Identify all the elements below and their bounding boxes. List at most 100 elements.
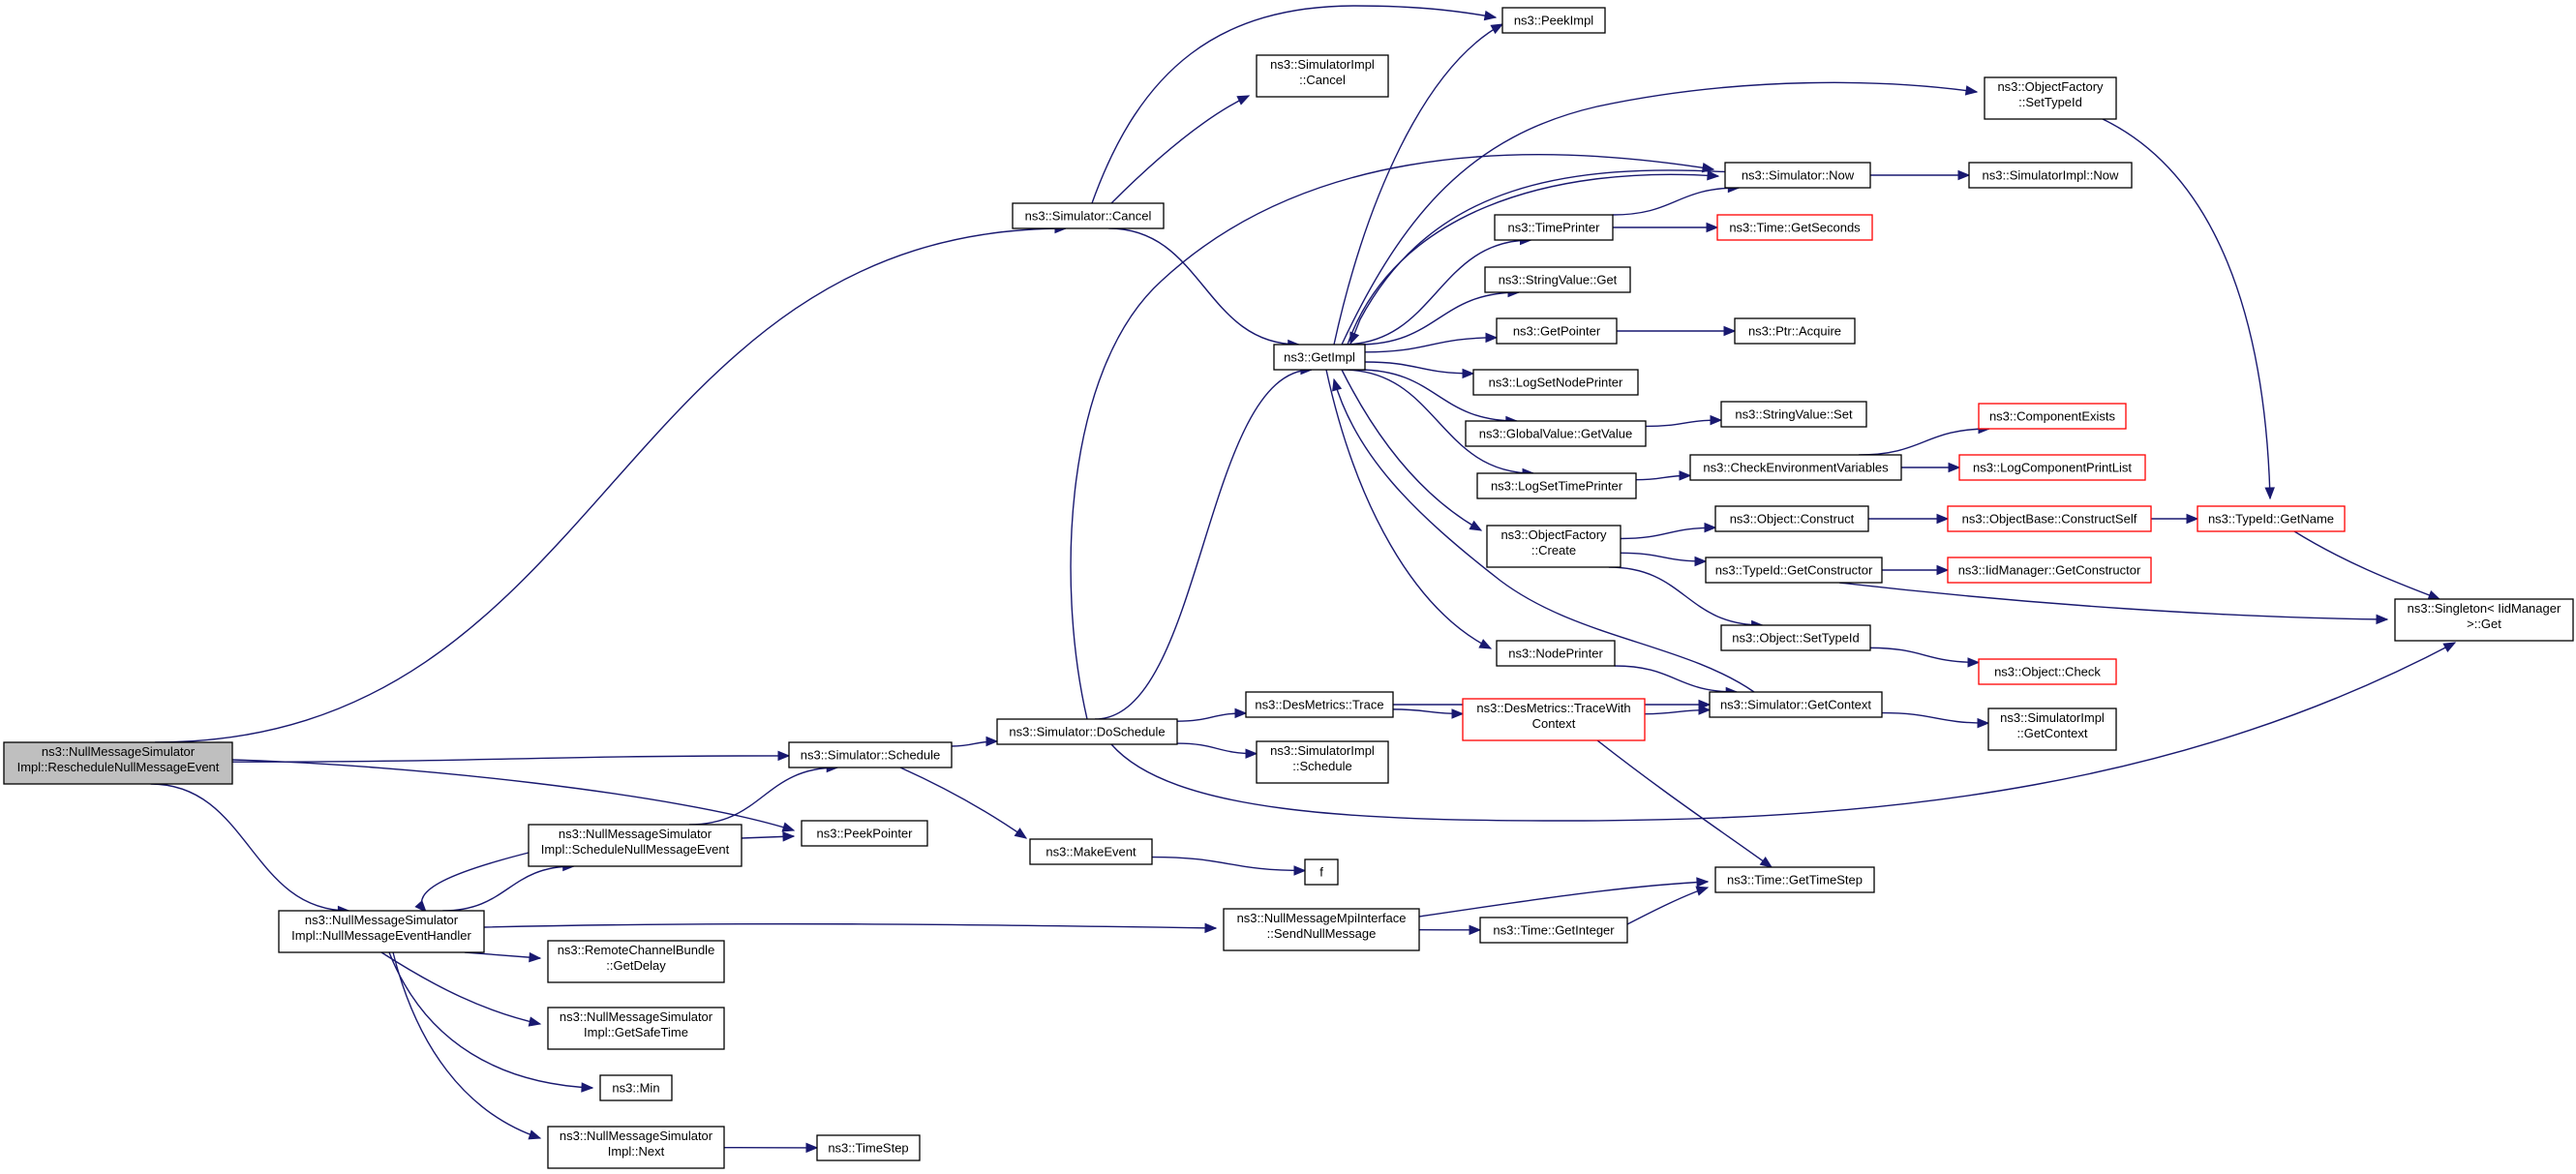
node-box (1734, 317, 1856, 345)
call-edge-getImpl-to-simNow (1347, 169, 1720, 346)
node-box (547, 1007, 725, 1050)
node-stringValueSet[interactable]: ns3::StringValue::Set (1720, 401, 1867, 428)
call-edge-next-to-timeStep (723, 1142, 819, 1154)
node-getSeconds[interactable]: ns3::Time::GetSeconds (1716, 214, 1873, 241)
node-label: ns3::Time::GetSeconds (1729, 221, 1861, 235)
node-label: ns3::TypeId::GetConstructor (1715, 563, 1873, 578)
node-simGetContext[interactable]: ns3::Simulator::GetContext (1709, 691, 1883, 718)
node-getSafeTime[interactable]: ns3::NullMessageSimulatorImpl::GetSafeTi… (547, 1007, 725, 1050)
node-timeStep[interactable]: ns3::TimeStep (816, 1134, 921, 1161)
call-edge-handler-to-sendNullMessage (483, 922, 1218, 934)
node-schedNull[interactable]: ns3::NullMessageSimulatorImpl::ScheduleN… (528, 824, 742, 867)
node-objFactoryCreate[interactable]: ns3::ObjectFactory::Create (1486, 525, 1621, 568)
node-box (1720, 624, 1871, 651)
node-label: ns3::StringValue::Get (1499, 273, 1618, 287)
node-label: ns3::MakeEvent (1046, 845, 1136, 859)
node-box (547, 1126, 725, 1169)
call-edge-handler-to-schedNull (442, 860, 576, 912)
node-box (1479, 917, 1628, 944)
call-edge-objFactorySetTypeId-to-typeIdGetName (2102, 118, 2275, 500)
node-componentExists[interactable]: ns3::ComponentExists (1978, 403, 2127, 430)
node-timePrinter[interactable]: ns3::TimePrinter (1494, 214, 1614, 241)
node-checkEnv[interactable]: ns3::CheckEnvironmentVariables (1689, 454, 1902, 481)
node-timeGetInteger[interactable]: ns3::Time::GetInteger (1479, 917, 1628, 944)
node-label: ns3::NullMessageSimulator (305, 913, 459, 927)
node-peekPointer[interactable]: ns3::PeekPointer (801, 820, 928, 847)
node-box (1029, 838, 1153, 865)
node-simImplCancel[interactable]: ns3::SimulatorImpl::Cancel (1256, 54, 1389, 98)
node-simCancel[interactable]: ns3::Simulator::Cancel (1012, 202, 1165, 229)
node-box (801, 820, 928, 847)
node-typeIdGetConstructor[interactable]: ns3::TypeId::GetConstructor (1705, 557, 1883, 584)
node-simImplNow[interactable]: ns3::SimulatorImpl::Now (1968, 162, 2133, 189)
node-simSchedule[interactable]: ns3::Simulator::Schedule (788, 741, 953, 768)
node-box (1484, 266, 1631, 293)
node-label: ::SetTypeId (2018, 95, 2082, 109)
call-edge-schedNull-to-simSchedule (688, 762, 839, 826)
node-getPointer[interactable]: ns3::GetPointer (1496, 317, 1618, 345)
node-objectConstruct[interactable]: ns3::Object::Construct (1714, 505, 1869, 532)
node-label: ns3::GlobalValue::GetValue (1479, 427, 1633, 441)
node-ptrAcquire[interactable]: ns3::Ptr::Acquire (1734, 317, 1856, 345)
node-singletonGet[interactable]: ns3::Singleton< IidManager>::Get (2394, 598, 2574, 642)
node-box (1984, 76, 2117, 120)
node-iidGetConstructor[interactable]: ns3::IidManager::GetConstructor (1947, 557, 2152, 584)
node-doSchedule[interactable]: ns3::Simulator::DoSchedule (996, 718, 1178, 745)
node-desTrace[interactable]: ns3::DesMetrics::Trace (1245, 691, 1394, 718)
call-edge-simNow-to-simImplNow (1869, 169, 1971, 181)
node-peekImpl[interactable]: ns3::PeekImpl (1501, 7, 1606, 34)
node-constructSelf[interactable]: ns3::ObjectBase::ConstructSelf (1947, 505, 2152, 532)
node-label: ns3::LogSetNodePrinter (1489, 376, 1623, 390)
node-box (1720, 401, 1867, 428)
node-root[interactable]: ns3::NullMessageSimulatorImpl::Reschedul… (3, 741, 233, 785)
node-label: ns3::TimePrinter (1508, 221, 1601, 235)
node-getImpl[interactable]: ns3::GetImpl (1273, 344, 1366, 371)
node-box (1978, 403, 2127, 430)
node-box (2197, 505, 2346, 532)
node-box (1958, 454, 2146, 481)
node-f[interactable]: f (1304, 858, 1339, 886)
call-edge-getImpl-to-nodePrinter (1325, 369, 1493, 649)
call-edge-root-to-simCancel (155, 223, 1068, 743)
node-globalGetValue[interactable]: ns3::GlobalValue::GetValue (1465, 420, 1647, 447)
node-box (1689, 454, 1902, 481)
node-label: ns3::NodePrinter (1508, 647, 1603, 661)
node-simImplGetContext[interactable]: ns3::SimulatorImpl::GetContext (1987, 707, 2117, 751)
node-simNow[interactable]: ns3::Simulator::Now (1724, 162, 1871, 189)
call-edge-root-to-simSchedule (231, 750, 791, 763)
call-edge-root-to-handler (150, 783, 350, 917)
node-objectCheck[interactable]: ns3::Object::Check (1978, 658, 2117, 685)
node-objectSetTypeId[interactable]: ns3::Object::SetTypeId (1720, 624, 1871, 651)
call-edge-doSchedule-to-simImplSchedule (1176, 742, 1258, 759)
node-stringValueGet[interactable]: ns3::StringValue::Get (1484, 266, 1631, 293)
call-edge-logSetTimePrinter-to-checkEnv (1635, 470, 1692, 481)
node-objFactorySetTypeId[interactable]: ns3::ObjectFactory::SetTypeId (1984, 76, 2117, 120)
node-box (1714, 505, 1869, 532)
node-typeIdGetName[interactable]: ns3::TypeId::GetName (2197, 505, 2346, 532)
node-sendNullMessage[interactable]: ns3::NullMessageMpiInterface::SendNullMe… (1223, 908, 1420, 951)
node-simImplSchedule[interactable]: ns3::SimulatorImpl::Schedule (1256, 740, 1389, 784)
node-min[interactable]: ns3::Min (599, 1074, 673, 1101)
node-logSetNodePrinter[interactable]: ns3::LogSetNodePrinter (1472, 369, 1639, 396)
call-edge-simGetContext-to-simImplGetContext (1881, 711, 1990, 729)
node-label: Impl::Next (608, 1144, 665, 1159)
node-logComponentPrintList[interactable]: ns3::LogComponentPrintList (1958, 454, 2146, 481)
node-box (1304, 858, 1339, 886)
node-box (1494, 214, 1614, 241)
node-makeEvent[interactable]: ns3::MakeEvent (1029, 838, 1153, 865)
node-label: ns3::GetPointer (1513, 324, 1601, 339)
node-nodePrinter[interactable]: ns3::NodePrinter (1496, 640, 1616, 667)
node-remoteGetDelay[interactable]: ns3::RemoteChannelBundle::GetDelay (547, 940, 725, 983)
call-edge-handler-to-getSafeTime (380, 951, 542, 1027)
node-box (528, 824, 742, 867)
node-logSetTimePrinter[interactable]: ns3::LogSetTimePrinter (1476, 472, 1637, 499)
call-edge-handler-to-next (392, 951, 542, 1140)
call-edge-typeIdGetConstructor-to-singletonGet (1838, 582, 2389, 625)
node-label: ns3::ObjectFactory (1997, 79, 2104, 94)
node-getTimeStep[interactable]: ns3::Time::GetTimeStep (1714, 866, 1875, 893)
call-edge-getImpl-to-getPointer (1364, 332, 1499, 353)
call-edge-getPointer-to-ptrAcquire (1616, 325, 1737, 337)
node-handler[interactable]: ns3::NullMessageSimulatorImpl::NullMessa… (278, 910, 485, 953)
